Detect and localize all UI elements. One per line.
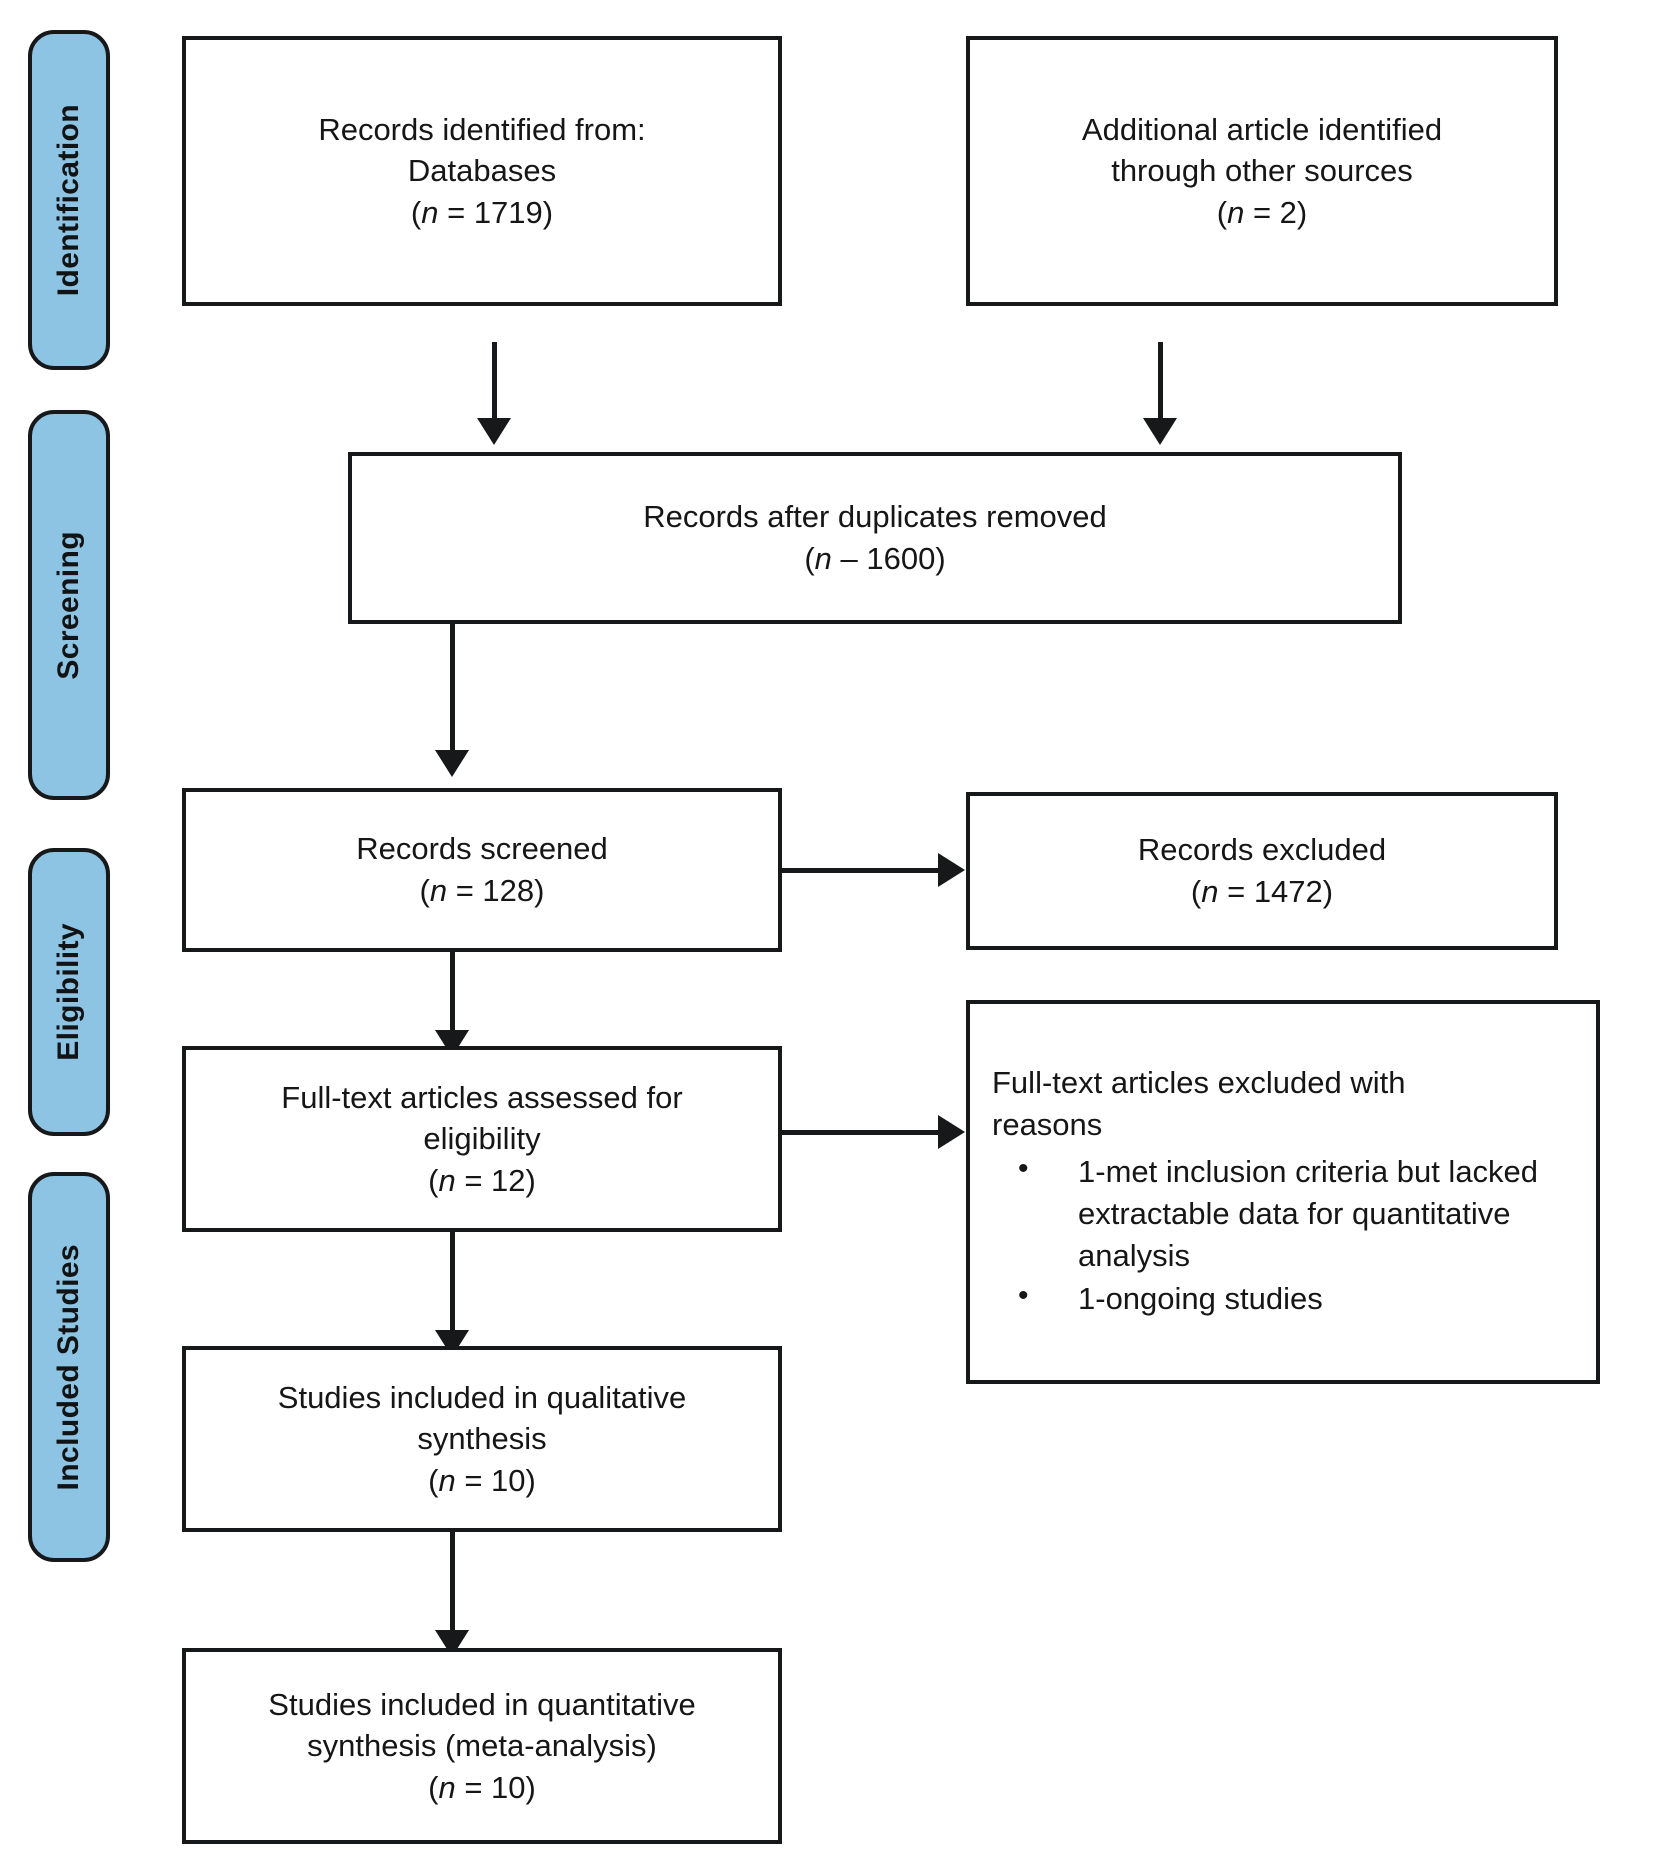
n-value: 10 xyxy=(491,1462,526,1498)
connector-identified-to-duplicates-line xyxy=(492,342,497,422)
n-value: 1600 xyxy=(866,541,936,576)
additional-articles-line2: through other sources xyxy=(1111,153,1413,189)
stage-pill-eligibility: Eligibility xyxy=(28,848,110,1136)
stage-label-identification: Identification xyxy=(52,103,85,297)
stage-label-included-studies: Included Studies xyxy=(52,1243,85,1491)
paren-close: ) xyxy=(1296,194,1308,230)
fulltext-assessed-count: (n = 12) xyxy=(200,1160,764,1202)
connector-fulltext-to-excluded-arrow xyxy=(938,1115,965,1149)
stage-label-eligibility: Eligibility xyxy=(52,923,85,1061)
connector-duplicates-to-screened-arrow xyxy=(435,750,469,777)
stage-pill-screening: Screening xyxy=(28,410,110,800)
box-records-excluded: Records excluded (n = 1472) xyxy=(966,792,1558,950)
stage-label-screening: Screening xyxy=(52,530,85,680)
paren-close: ) xyxy=(534,873,545,908)
n-symbol: n xyxy=(1201,874,1219,909)
n-operator: = xyxy=(447,873,483,908)
quantitative-synthesis-count: (n = 10) xyxy=(200,1767,764,1809)
box-records-identified: Records identified from: Databases (n = … xyxy=(182,36,782,306)
n-value: 2 xyxy=(1279,194,1297,230)
records-screened-line1: Records screened xyxy=(356,831,608,867)
paren-open: ( xyxy=(419,873,430,908)
n-value: 12 xyxy=(491,1162,526,1198)
records-screened-count: (n = 128) xyxy=(200,870,764,912)
connector-duplicates-to-screened-line xyxy=(450,624,455,754)
fulltext-assessed-line1: Full-text articles assessed for xyxy=(281,1079,683,1115)
records-excluded-line1: Records excluded xyxy=(1137,832,1387,868)
box-quantitative-synthesis: Studies included in quantitative synthes… xyxy=(182,1648,782,1844)
n-symbol: n xyxy=(438,1462,456,1498)
records-identified-count: (n = 1719) xyxy=(200,192,764,234)
fulltext-excluded-reason-list: 1-met inclusion criteria but lacked extr… xyxy=(992,1149,1574,1320)
list-item: 1-ongoing studies xyxy=(992,1276,1574,1320)
connector-screened-to-excluded-arrow xyxy=(938,853,965,887)
n-symbol: n xyxy=(438,1162,456,1198)
fulltext-excluded-line2: reasons xyxy=(992,1106,1103,1142)
n-operator: = xyxy=(438,194,474,230)
connector-additional-to-duplicates-line xyxy=(1158,342,1163,422)
paren-open: ( xyxy=(428,1462,439,1498)
paren-close: ) xyxy=(525,1769,536,1805)
connector-screened-to-excluded-line xyxy=(782,868,940,873)
n-operator: – xyxy=(831,541,867,576)
n-operator: = xyxy=(455,1162,492,1198)
paren-open: ( xyxy=(428,1162,439,1198)
connector-fulltext-to-qualitative-line xyxy=(450,1232,455,1336)
box-fulltext-excluded-reasons: Full-text articles excluded with reasons… xyxy=(966,1000,1600,1384)
stage-pill-included-studies: Included Studies xyxy=(28,1172,110,1562)
duplicates-removed-count: (n – 1600) xyxy=(366,538,1384,580)
connector-additional-to-duplicates-arrow xyxy=(1143,418,1177,445)
box-duplicates-removed: Records after duplicates removed (n – 16… xyxy=(348,452,1402,624)
n-operator: = xyxy=(455,1769,492,1805)
paren-close: ) xyxy=(525,1162,536,1198)
box-additional-articles: Additional article identified through ot… xyxy=(966,36,1558,306)
paren-close: ) xyxy=(525,1462,536,1498)
n-symbol: n xyxy=(438,1769,456,1805)
records-identified-line1: Records identified from: xyxy=(318,111,646,147)
records-excluded-count: (n = 1472) xyxy=(984,871,1540,913)
quantitative-synthesis-line2: synthesis (meta-analysis) xyxy=(307,1728,657,1764)
additional-articles-line1: Additional article identified xyxy=(1081,111,1443,147)
quantitative-synthesis-line1: Studies included in quantitative xyxy=(268,1686,696,1722)
n-value: 10 xyxy=(491,1769,526,1805)
paren-open: ( xyxy=(1216,194,1228,230)
paren-close: ) xyxy=(935,541,946,576)
n-value: 128 xyxy=(482,873,535,908)
n-value: 1472 xyxy=(1253,874,1323,909)
duplicates-removed-line1: Records after duplicates removed xyxy=(643,499,1107,535)
box-fulltext-assessed: Full-text articles assessed for eligibil… xyxy=(182,1046,782,1232)
connector-screened-to-fulltext-line xyxy=(450,952,455,1036)
fulltext-excluded-line1: Full-text articles excluded with xyxy=(992,1065,1406,1101)
paren-open: ( xyxy=(410,194,422,230)
paren-close: ) xyxy=(542,194,554,230)
connector-qualitative-to-quantitative-line xyxy=(450,1532,455,1636)
list-item: 1-met inclusion criteria but lacked extr… xyxy=(992,1149,1574,1276)
paren-open: ( xyxy=(428,1769,439,1805)
qualitative-synthesis-line2: synthesis xyxy=(417,1421,547,1457)
qualitative-synthesis-count: (n = 10) xyxy=(200,1460,764,1502)
paren-open: ( xyxy=(804,541,815,576)
n-symbol: n xyxy=(421,194,439,230)
additional-articles-count: (n = 2) xyxy=(984,192,1540,234)
n-value: 1719 xyxy=(473,194,543,230)
qualitative-synthesis-line1: Studies included in qualitative xyxy=(277,1379,687,1415)
box-qualitative-synthesis: Studies included in qualitative synthesi… xyxy=(182,1346,782,1532)
connector-fulltext-to-excluded-line xyxy=(782,1130,940,1135)
paren-open: ( xyxy=(1190,874,1202,909)
fulltext-assessed-line2: eligibility xyxy=(423,1121,541,1157)
n-symbol: n xyxy=(814,541,832,576)
n-operator: = xyxy=(1244,194,1280,230)
n-operator: = xyxy=(455,1462,492,1498)
paren-close: ) xyxy=(1322,874,1334,909)
n-symbol: n xyxy=(429,873,448,908)
n-symbol: n xyxy=(1227,194,1245,230)
box-records-screened: Records screened (n = 128) xyxy=(182,788,782,952)
records-identified-line2: Databases xyxy=(407,153,557,189)
n-operator: = xyxy=(1218,874,1254,909)
stage-pill-identification: Identification xyxy=(28,30,110,370)
connector-identified-to-duplicates-arrow xyxy=(477,418,511,445)
